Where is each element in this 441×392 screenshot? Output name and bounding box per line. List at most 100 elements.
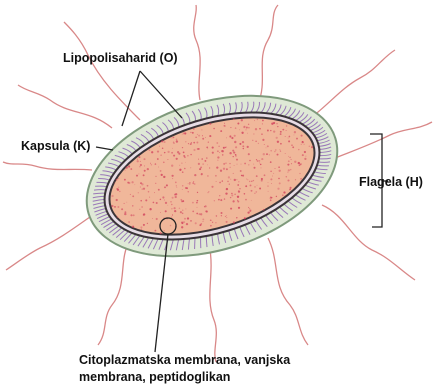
- flagellum: [258, 5, 278, 104]
- cytoplasm-speckle: [302, 154, 304, 156]
- cytoplasm-speckle: [143, 174, 145, 176]
- cytoplasm-speckle: [240, 170, 242, 172]
- cytoplasm-speckle: [183, 221, 185, 223]
- cytoplasm-speckle: [298, 149, 299, 150]
- cytoplasm-speckle: [179, 208, 180, 209]
- cytoplasm-speckle: [299, 173, 300, 174]
- cytoplasm-speckle: [177, 151, 179, 153]
- cytoplasm-speckle: [189, 182, 191, 184]
- cytoplasm-speckle: [268, 182, 269, 183]
- cytoplasm-speckle: [190, 132, 191, 133]
- cytoplasm-speckle: [221, 215, 222, 216]
- cytoplasm-speckle: [257, 119, 258, 120]
- cytoplasm-speckle: [217, 150, 219, 152]
- cytoplasm-speckle: [199, 168, 201, 170]
- cytoplasm-speckle: [291, 144, 293, 146]
- cytoplasm-speckle: [222, 154, 224, 156]
- cytoplasm-speckle: [264, 144, 265, 145]
- cytoplasm-speckle: [141, 229, 142, 230]
- cytoplasm-speckle: [218, 199, 220, 201]
- cytoplasm-speckle: [164, 152, 165, 153]
- cytoplasm-speckle: [128, 182, 130, 184]
- cytoplasm-speckle: [219, 152, 220, 153]
- cytoplasm-speckle: [252, 140, 253, 141]
- cytoplasm-speckle: [114, 183, 115, 184]
- cytoplasm-speckle: [253, 180, 254, 181]
- cytoplasm-speckle: [192, 202, 194, 204]
- cytoplasm-speckle: [248, 127, 250, 129]
- cytoplasm-speckle: [255, 128, 257, 130]
- cytoplasm-speckle: [147, 223, 148, 224]
- cytoplasm-speckle: [230, 208, 232, 210]
- cytoplasm-speckle: [171, 217, 172, 218]
- cytoplasm-speckle: [253, 164, 254, 165]
- cytoplasm-speckle: [251, 200, 252, 201]
- cytoplasm-speckle: [187, 155, 189, 157]
- cytoplasm-speckle: [286, 130, 287, 131]
- cytoplasm-speckle: [223, 168, 225, 170]
- cytoplasm-speckle: [203, 164, 204, 165]
- cytoplasm-speckle: [270, 130, 271, 131]
- cytoplasm-speckle: [150, 163, 151, 164]
- cytoplasm-speckle: [300, 178, 302, 180]
- cytoplasm-speckle: [261, 134, 262, 135]
- cytoplasm-speckle: [192, 132, 194, 134]
- cytoplasm-speckle: [171, 208, 172, 209]
- cytoplasm-speckle: [149, 197, 150, 198]
- cytoplasm-speckle: [230, 137, 231, 138]
- cytoplasm-speckle: [136, 175, 138, 177]
- cytoplasm-speckle: [155, 163, 157, 165]
- cytoplasm-speckle: [301, 144, 302, 145]
- cytoplasm-speckle: [233, 152, 235, 154]
- cytoplasm-speckle: [162, 147, 164, 149]
- cytoplasm-speckle: [244, 193, 246, 195]
- cytoplasm-speckle: [278, 166, 280, 168]
- cytoplasm-speckle: [267, 185, 269, 187]
- cytoplasm-speckle: [155, 183, 156, 184]
- cytoplasm-speckle: [158, 166, 159, 167]
- flagellum: [210, 250, 216, 362]
- cytoplasm-speckle: [158, 189, 160, 191]
- cytoplasm-speckle: [170, 225, 172, 227]
- cytoplasm-speckle: [219, 195, 220, 196]
- cytoplasm-speckle: [140, 161, 141, 162]
- cytoplasm-speckle: [216, 181, 217, 182]
- cytoplasm-speckle: [225, 216, 226, 217]
- cytoplasm-speckle: [180, 211, 182, 213]
- cytoplasm-speckle: [280, 133, 282, 135]
- cytoplasm-speckle: [260, 167, 261, 168]
- cytoplasm-speckle: [186, 223, 188, 225]
- cytoplasm-speckle: [212, 152, 214, 154]
- cytoplasm-speckle: [298, 162, 300, 164]
- cytoplasm-speckle: [160, 155, 161, 156]
- cytoplasm-speckle: [248, 153, 250, 155]
- cytoplasm-speckle: [231, 194, 233, 196]
- cytoplasm-speckle: [256, 175, 258, 177]
- cytoplasm-speckle: [243, 126, 245, 128]
- cytoplasm-speckle: [237, 122, 239, 124]
- cytoplasm-speckle: [198, 148, 200, 150]
- cytoplasm-speckle: [236, 164, 237, 165]
- cytoplasm-speckle: [270, 200, 272, 202]
- cytoplasm-speckle: [165, 210, 167, 212]
- cytoplasm-speckle: [217, 160, 218, 161]
- cytoplasm-speckle: [239, 143, 241, 145]
- cytoplasm-speckle: [128, 221, 130, 223]
- cytoplasm-speckle: [294, 131, 296, 133]
- cytoplasm-speckle: [172, 178, 173, 179]
- cytoplasm-speckle: [276, 123, 277, 124]
- cytoplasm-speckle: [190, 167, 191, 168]
- cytoplasm-speckle: [183, 132, 185, 134]
- cytoplasm-speckle: [254, 120, 255, 121]
- cytoplasm-speckle: [202, 138, 204, 140]
- cytoplasm-speckle: [237, 184, 239, 186]
- cytoplasm-speckle: [309, 146, 310, 147]
- cytoplasm-speckle: [242, 141, 244, 143]
- cytoplasm-speckle: [249, 181, 251, 183]
- cytoplasm-speckle: [233, 200, 235, 202]
- cytoplasm-speckle: [173, 137, 175, 139]
- cytoplasm-speckle: [182, 189, 183, 190]
- cytoplasm-speckle: [276, 196, 277, 197]
- cytoplasm-speckle: [288, 156, 289, 157]
- cytoplasm-speckle: [154, 192, 155, 193]
